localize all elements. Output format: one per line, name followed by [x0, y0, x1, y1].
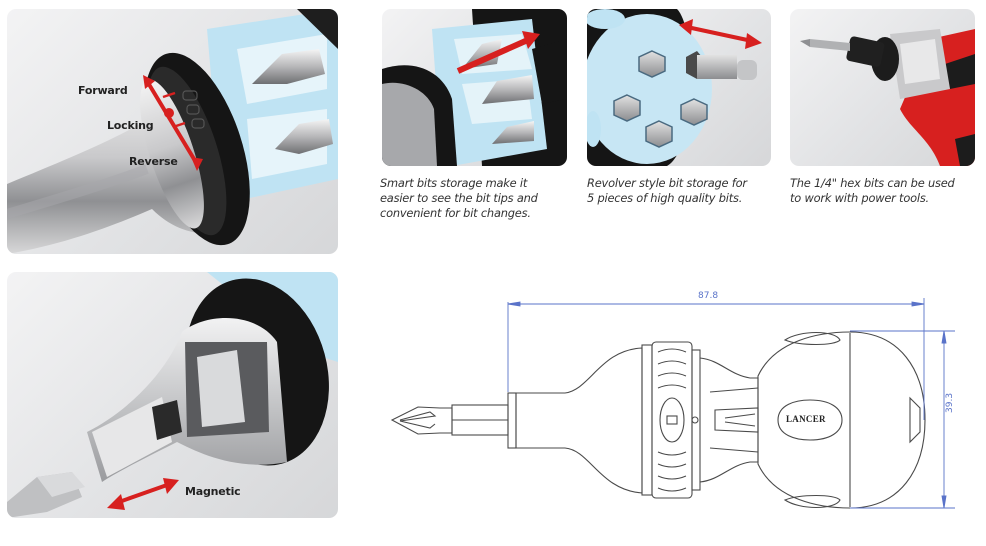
smart-storage-illustration [382, 9, 567, 166]
screwdriver-outline-drawing [390, 298, 955, 509]
forward-label: Forward [78, 84, 128, 97]
height-dimension-label: 39.3 [945, 392, 955, 413]
revolver-panel [587, 9, 771, 166]
caption-line: easier to see the bit tips and [380, 191, 538, 205]
caption-line: The 1/4" hex bits can be used [790, 176, 955, 190]
magnetic-panel: Magnetic [7, 272, 338, 518]
caption-line: 5 pieces of high quality bits. [587, 191, 743, 205]
ratchet-panel: Forward Locking Reverse [7, 9, 338, 254]
locking-label: Locking [107, 119, 154, 132]
length-dimension-label: 87.8 [698, 291, 719, 301]
magnetic-bit-holder-illustration [7, 272, 338, 518]
technical-drawing: 87.8 39.3 LANCER [380, 280, 980, 525]
power-drill-illustration [800, 29, 975, 166]
caption-line: Revolver style bit storage for [587, 176, 747, 190]
brand-logo: LANCER [786, 414, 826, 424]
caption-line: Smart bits storage make it [380, 176, 528, 190]
revolver-caption: Revolver style bit storage for 5 pieces … [587, 176, 747, 206]
magnetic-label: Magnetic [185, 485, 241, 498]
smart-storage-caption: Smart bits storage make it easier to see… [380, 176, 538, 221]
revolver-illustration [587, 9, 762, 166]
caption-line: to work with power tools. [790, 191, 929, 205]
smart-storage-panel [382, 9, 567, 166]
ratchet-illustration [7, 9, 338, 254]
reverse-label: Reverse [129, 155, 178, 168]
power-tools-panel [790, 9, 975, 166]
power-tools-caption: The 1/4" hex bits can be used to work wi… [790, 176, 955, 206]
caption-line: convenient for bit changes. [380, 206, 531, 220]
